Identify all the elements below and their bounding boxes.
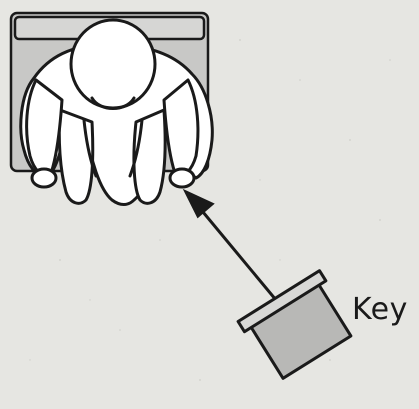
person-right-hand <box>170 169 194 187</box>
key-icon <box>238 271 358 383</box>
arrow-head <box>186 192 212 216</box>
key-label: Key <box>352 292 408 327</box>
person-left-leg <box>59 110 93 203</box>
person-head <box>71 20 155 108</box>
arrow-up-left-icon <box>186 192 276 300</box>
person-right-leg <box>134 110 165 203</box>
person-left-hand <box>32 169 56 187</box>
arrow-shaft <box>198 206 276 300</box>
